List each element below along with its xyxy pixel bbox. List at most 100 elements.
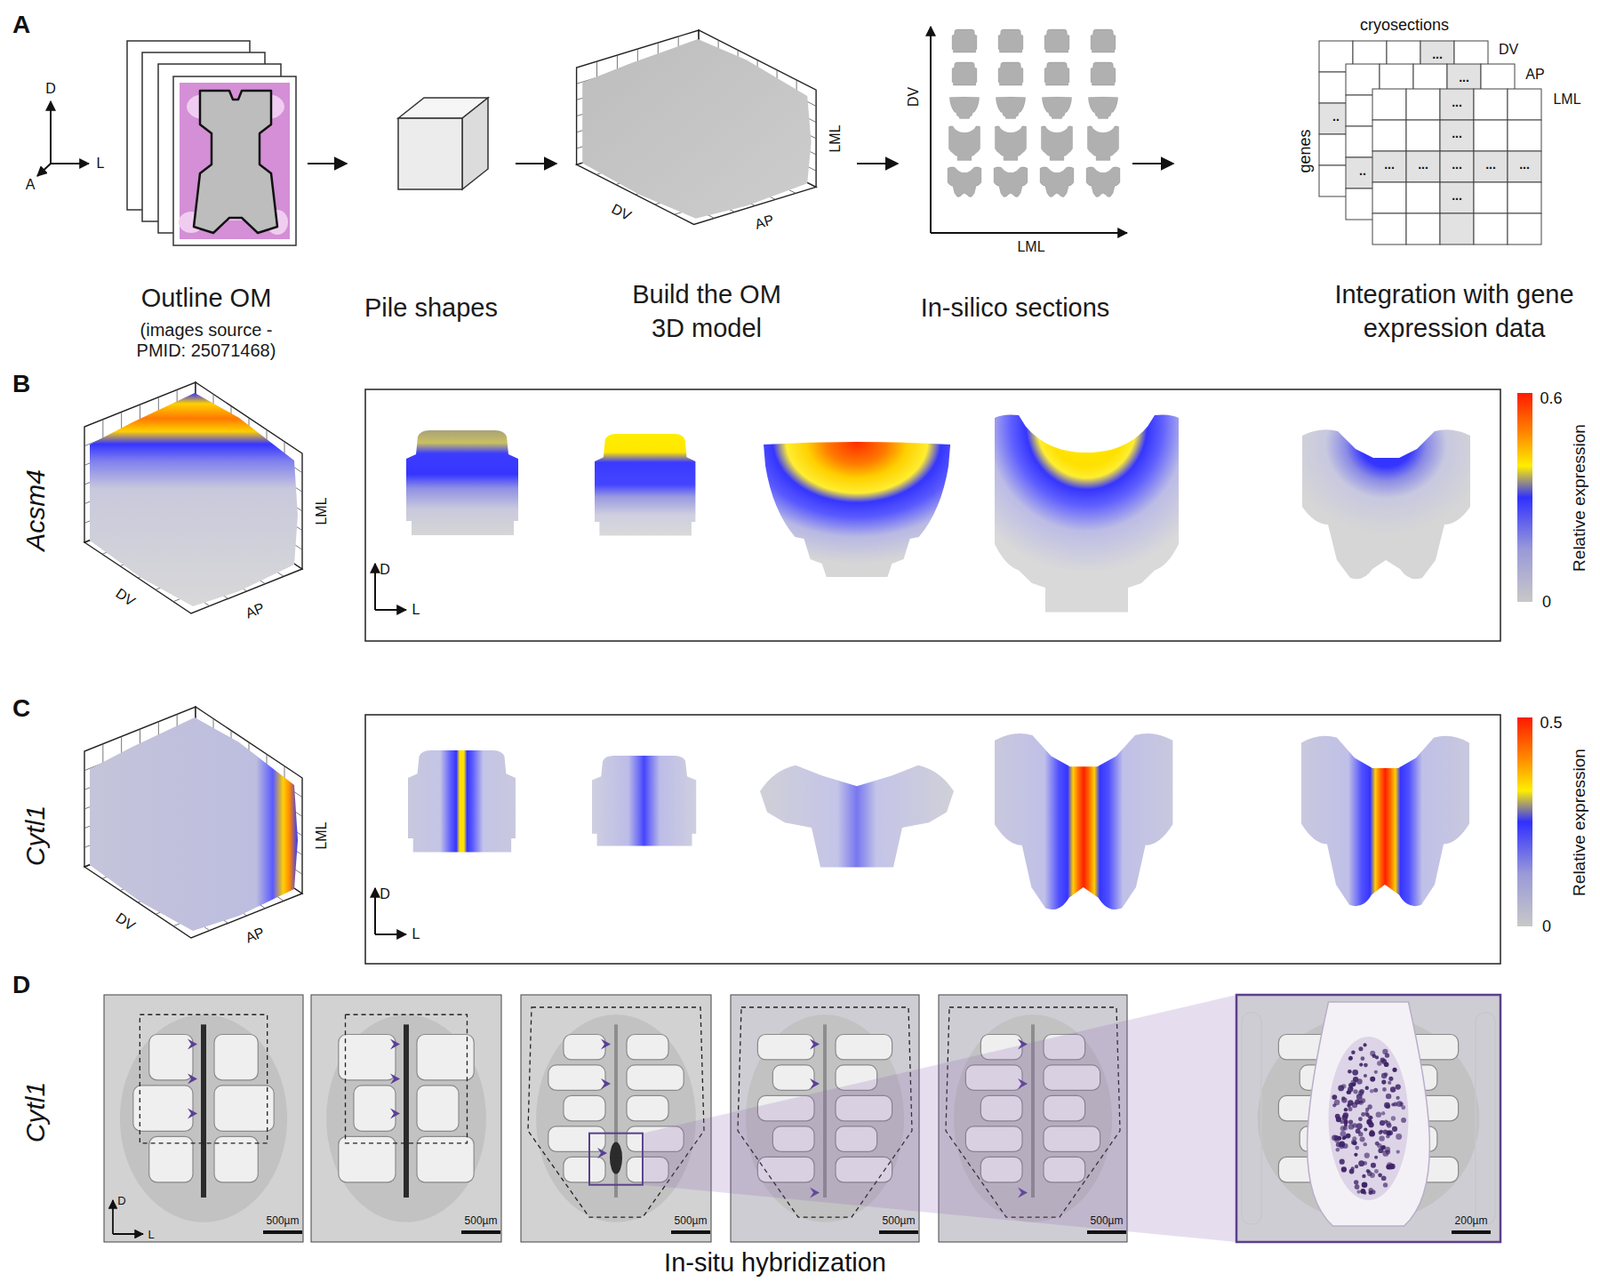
tissue-volume	[582, 39, 811, 219]
stained-cell	[1336, 1147, 1341, 1152]
cell-dots: ...	[1519, 158, 1530, 171]
airway	[214, 1085, 274, 1131]
stained-cell	[1358, 1116, 1363, 1121]
septum-signal	[200, 1024, 207, 1198]
tissue	[536, 1014, 696, 1223]
mini-section	[1044, 29, 1070, 53]
stained-cell	[1363, 1142, 1368, 1146]
matrix-cell	[1406, 120, 1440, 152]
expression-section	[994, 414, 1179, 612]
stained-cell	[1348, 1120, 1353, 1125]
matrix-cell	[1406, 182, 1440, 214]
airway	[626, 1033, 669, 1059]
step-caption: Pile shapes	[355, 290, 507, 325]
arrowhead-marker	[390, 1073, 400, 1085]
section-ground	[520, 994, 712, 1242]
stained-cell	[1378, 1135, 1384, 1141]
stained-cell	[1365, 1086, 1369, 1090]
stained-cell	[1358, 1046, 1363, 1051]
stained-cell	[1359, 1062, 1363, 1066]
airway	[149, 1033, 193, 1080]
stained-cell	[1351, 1139, 1357, 1145]
scale-label: 500µm	[882, 1215, 916, 1226]
step-caption: Build the OM 3D model	[622, 277, 792, 345]
zoom-shading	[642, 994, 1237, 1242]
panel-letter: B	[12, 371, 31, 397]
scale-label: 500µm	[266, 1215, 300, 1226]
stained-cell	[1340, 1130, 1347, 1137]
scale-bar	[1087, 1230, 1127, 1234]
mini-section	[1090, 29, 1116, 53]
axis-label: LML	[314, 496, 329, 525]
matrix-cell	[1473, 182, 1508, 214]
axis-arrow	[929, 26, 932, 233]
mini-section	[1041, 96, 1072, 119]
stained-cell	[1344, 1107, 1348, 1112]
stained-cell	[1360, 1136, 1366, 1142]
axis-label: DV	[608, 201, 633, 224]
stained-cell	[1392, 1126, 1398, 1132]
axis-label: DV	[906, 87, 921, 107]
matrix-cell	[1473, 151, 1508, 183]
stained-cell	[1353, 1179, 1359, 1184]
arrowhead-marker	[187, 1073, 198, 1085]
matrix-cell	[1406, 151, 1440, 183]
stained-cell	[1381, 1058, 1387, 1064]
axis-arrow	[374, 563, 376, 610]
airway	[416, 1085, 459, 1131]
stained-cell	[1395, 1096, 1400, 1100]
stained-cell	[1367, 1169, 1371, 1174]
matrix-label: genes	[1296, 128, 1313, 173]
stained-cell	[1368, 1115, 1373, 1120]
matrix-cell	[1440, 88, 1474, 120]
axis-label: AP	[243, 600, 267, 622]
axis-arrow	[50, 162, 89, 165]
axis-label: D	[117, 1194, 126, 1207]
matrix-cell	[1372, 151, 1407, 183]
panel-caption: In-situ hybridization	[664, 1249, 887, 1276]
matrix-cell	[1507, 182, 1542, 214]
matrix-cell	[1440, 120, 1474, 152]
stained-cell	[1350, 1079, 1357, 1086]
flow-arrow	[1132, 162, 1174, 165]
stained-cell	[1370, 1189, 1376, 1194]
tissue	[1257, 1014, 1480, 1223]
stained-cell	[1334, 1137, 1339, 1143]
matrix-cell	[1406, 88, 1440, 120]
matrix-cell	[1372, 88, 1407, 120]
axis-label: DV	[112, 910, 137, 934]
stained-cell	[1381, 1079, 1386, 1084]
arrowhead-marker	[187, 1039, 198, 1050]
stained-cell	[1369, 1088, 1374, 1093]
stained-cell	[1347, 1106, 1352, 1112]
stained-cell	[1331, 1094, 1337, 1100]
scale-bar	[1451, 1230, 1491, 1234]
stained-cell	[1355, 1128, 1361, 1134]
stained-cell	[1361, 1181, 1368, 1188]
stained-cell	[1337, 1085, 1344, 1092]
stained-cell	[1352, 1088, 1358, 1094]
mini-section	[952, 62, 977, 86]
cell-dots: ...	[1417, 158, 1429, 171]
stained-cell	[1335, 1113, 1341, 1120]
stained-cell	[1363, 1073, 1368, 1078]
stained-cell	[1395, 1083, 1401, 1089]
airway	[626, 1095, 669, 1120]
mini-section	[998, 62, 1024, 86]
axis-arrow	[374, 888, 376, 935]
region-outline	[139, 1014, 267, 1144]
colorbar-title: Relative expression	[1570, 424, 1588, 572]
tissue-core	[1328, 1036, 1409, 1200]
stained-cell	[1369, 1050, 1376, 1056]
tissue-image	[179, 82, 290, 240]
mini-section	[952, 29, 977, 53]
stained-cell	[1364, 1152, 1370, 1159]
arrowhead-marker	[390, 1107, 400, 1119]
matrix-cell	[1406, 213, 1440, 245]
arrowhead-marker	[809, 1078, 820, 1089]
airway	[214, 1033, 258, 1080]
zoom-frame	[1236, 994, 1501, 1242]
section-ground	[1236, 994, 1501, 1242]
stained-cell	[1396, 1149, 1400, 1153]
